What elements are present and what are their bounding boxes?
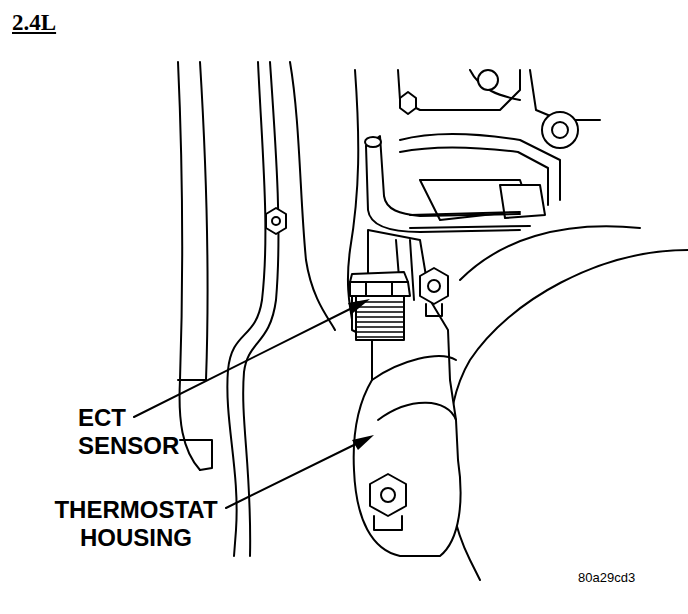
part-label: THERMOSTAT HOUSING	[41, 496, 231, 552]
figure-title: 2.4L	[12, 10, 56, 36]
figure-code: 80a29cd3	[578, 570, 635, 585]
part-label: ECT SENSOR	[78, 404, 190, 460]
